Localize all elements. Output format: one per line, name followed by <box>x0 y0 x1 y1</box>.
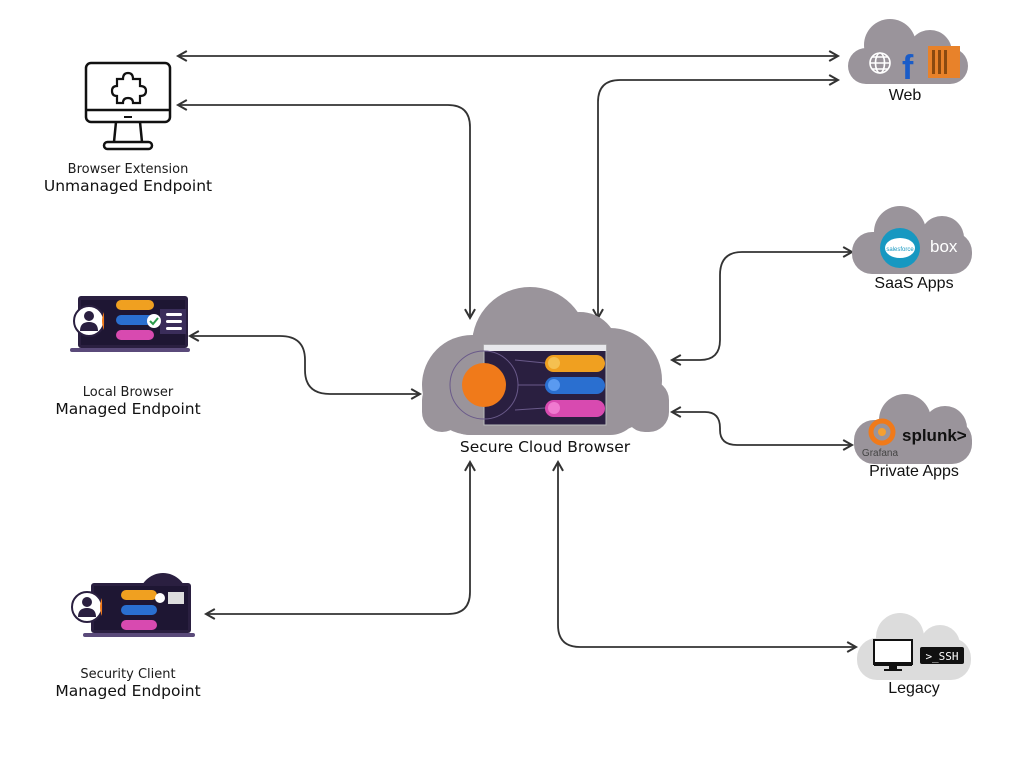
facebook-icon: f <box>902 49 914 87</box>
legacy-label: Legacy <box>888 680 940 697</box>
saas-apps-label: SaaS Apps <box>874 275 954 292</box>
cloud-browser-screen <box>449 344 607 426</box>
connector-center-web <box>592 74 841 321</box>
grafana-logo: Grafana <box>862 418 899 459</box>
box-logo: box <box>930 237 958 256</box>
ssh-terminal-icon: >_SSH <box>920 647 964 664</box>
salesforce-logo: salesforce <box>880 228 920 268</box>
connector-localbrowser-center <box>187 330 423 400</box>
monitor-puzzle-icon <box>84 61 172 151</box>
splunk-logo: splunk> <box>902 426 967 445</box>
connector-center-private <box>669 406 855 451</box>
connector-center-legacy <box>552 459 859 653</box>
local-browser-label: Local Browser Managed Endpoint <box>28 385 228 418</box>
endpoint-type: Local Browser <box>82 385 174 400</box>
globe-icon <box>869 52 891 74</box>
connector-center-saas <box>669 246 855 366</box>
endpoint-status: Unmanaged Endpoint <box>43 177 213 195</box>
svg-text:Grafana: Grafana <box>862 448 899 459</box>
endpoint-status: Managed Endpoint <box>55 682 201 700</box>
svg-text:salesforce: salesforce <box>886 247 914 253</box>
aws-icon <box>928 46 960 78</box>
svg-text:>_SSH: >_SSH <box>925 650 958 663</box>
endpoint-type: Security Client <box>80 667 176 682</box>
endpoint-status: Managed Endpoint <box>55 400 201 418</box>
connector-securityclient-center <box>203 459 476 620</box>
connector-extension-center <box>175 99 476 321</box>
laptop-client-icon <box>71 573 195 637</box>
security-client-label: Security Client Managed Endpoint <box>28 667 228 700</box>
endpoint-type: Browser Extension <box>67 162 189 177</box>
web-label: Web <box>888 87 922 104</box>
private-apps-label: Private Apps <box>869 463 959 480</box>
monitor-icon <box>873 639 913 671</box>
laptop-dashboard-icon <box>70 296 190 352</box>
secure-cloud-browser-label: Secure Cloud Browser <box>459 438 631 456</box>
browser-extension-label: Browser Extension Unmanaged Endpoint <box>28 162 228 195</box>
